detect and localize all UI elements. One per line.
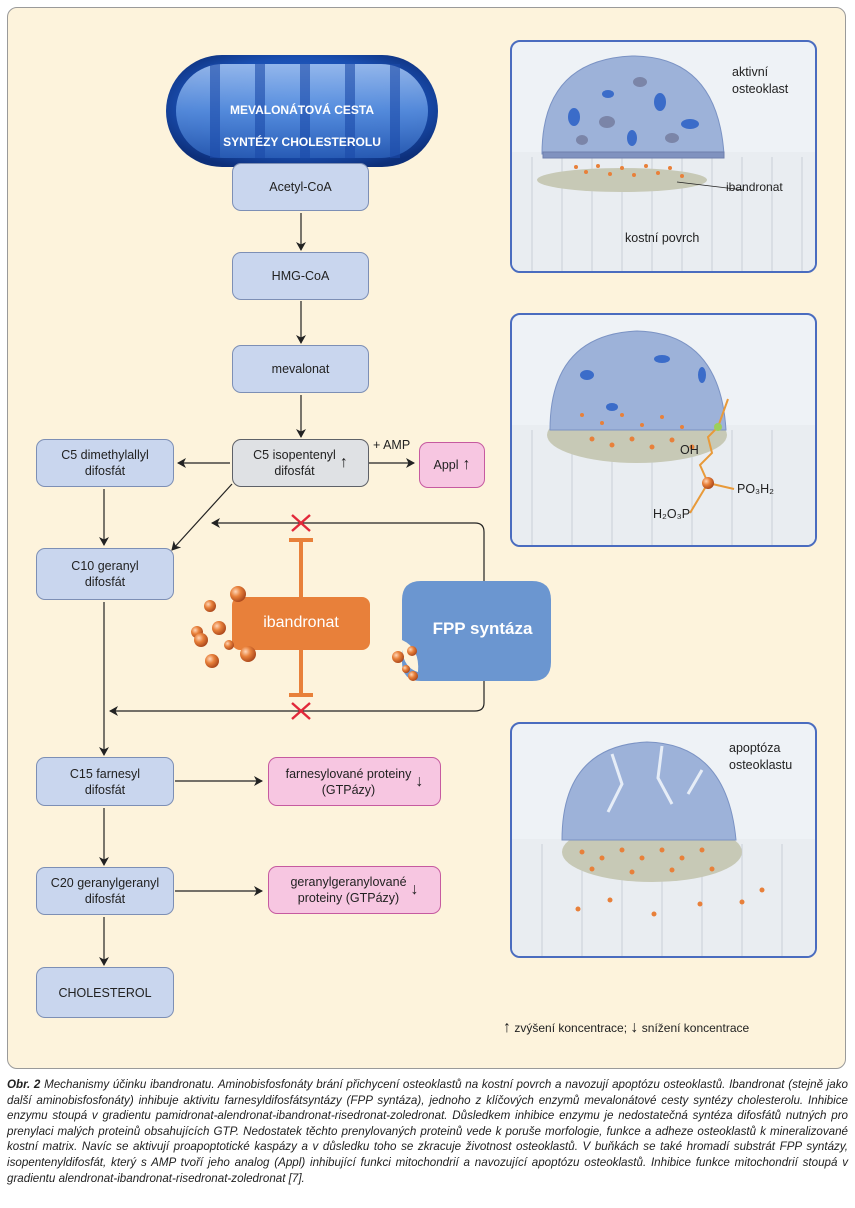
node-c20-label: C20 geranylgeranyl difosfát [50, 876, 160, 906]
ibandronat-molecules [191, 586, 418, 681]
panel2-oh-label: OH [680, 443, 699, 457]
caption-text: Mechanismy účinku ibandronatu. Aminobisf… [7, 1078, 848, 1185]
up-arrow-icon: ↑ [339, 454, 348, 471]
node-c5-isopentenyl: C5 isopentenyl difosfát↑ [232, 439, 369, 487]
ibandronat-box [232, 597, 370, 650]
osteoclast-apoptosis-illustration [512, 741, 815, 956]
node-c15-label: C15 farnesyl difosfát [69, 766, 141, 797]
node-acetyl-label: Acetyl-CoA [269, 180, 332, 194]
node-c20-geranylgeranyl: C20 geranylgeranyl difosfát [36, 867, 174, 915]
node-farnesylated-proteins: farnesylované proteiny (GTPázy)↓ [268, 757, 441, 806]
osteoclast-binding-panel [510, 313, 817, 547]
node-ggpro-label: geranylgeranylované proteiny (GTPázy) [290, 875, 407, 905]
amp-label: + AMP [373, 438, 411, 452]
node-c5-dimethylallyl: C5 dimethylallyl difosfát [36, 439, 174, 487]
node-cholesterol-label: CHOLESTEROL [58, 985, 152, 1000]
pill-line-2: SYNTÉZY CHOLESTEROLU [223, 135, 381, 149]
node-appl-label: Appl [433, 458, 459, 472]
node-c10-label: C10 geranyl difosfát [71, 559, 139, 589]
pill-line-1: MEVALONÁTOVÁ CESTA [229, 103, 374, 117]
node-acetyl-coa: Acetyl-CoA [232, 163, 369, 211]
legend-down-text: snížení koncentrace [641, 1021, 750, 1035]
ibandronat-label: ibandronat [263, 614, 339, 631]
osteoclast-active-illustration [512, 55, 815, 271]
panel1-ibandronat-label: ibandronat [726, 180, 783, 194]
down-arrow-icon: ↓ [410, 881, 419, 898]
node-c5iso-label: C5 isopentenyl difosfát [253, 448, 336, 478]
inhibitor-bottom [289, 650, 313, 697]
caption-lead: Obr. 2 [7, 1078, 41, 1091]
block-mark-top [291, 514, 311, 532]
node-cholesterol: CHOLESTEROL [36, 967, 174, 1018]
panel3-title: apoptóza osteoklastu [729, 741, 793, 772]
node-farn-label: farnesylované proteiny (GTPázy) [285, 766, 412, 797]
panel2-h2o3p-label: H₂O₃P [653, 507, 691, 521]
panel2-po3h2-label: PO₃H₂ [737, 482, 775, 496]
up-arrow-icon: ↑ [503, 1019, 511, 1036]
node-geranylgeranylated-proteins: geranylgeranylované proteiny (GTPázy)↓ [268, 866, 441, 914]
block-mark-bottom [291, 702, 311, 720]
panel1-title: aktivní osteoklast [732, 65, 789, 96]
node-c10-geranyl: C10 geranyl difosfát [36, 548, 174, 600]
node-hmg-coa: HMG-CoA [232, 252, 369, 300]
mitochondrion-pill [166, 55, 438, 167]
down-arrow-icon: ↓ [630, 1019, 639, 1036]
inhibitor-top [289, 538, 313, 598]
node-mevalonat-label: mevalonat [271, 362, 330, 376]
node-appl: Appl↑ [419, 442, 485, 488]
fpp-enzyme [402, 581, 551, 681]
node-c15-farnesyl: C15 farnesyl difosfát [36, 757, 174, 806]
osteoclast-active-panel [510, 40, 817, 273]
node-c5dim-label: C5 dimethylallyl difosfát [61, 448, 149, 478]
legend: ↑ zvýšení koncentrace; ↓ snížení koncent… [503, 1019, 749, 1037]
osteoclast-apoptosis-panel [510, 722, 817, 958]
node-hmg-label: HMG-CoA [271, 269, 330, 283]
panel1-surface-label: kostní povrch [625, 231, 700, 245]
down-arrow-icon: ↓ [415, 772, 424, 790]
figure-caption: Obr. 2 Mechanismy účinku ibandronatu. Am… [7, 1077, 848, 1186]
up-arrow-icon: ↑ [462, 456, 471, 473]
bisphosphonate-binding-illustration [512, 330, 815, 545]
node-mevalonat: mevalonat [232, 345, 369, 393]
legend-up-text: zvýšení koncentrace; [514, 1021, 628, 1035]
fpp-label: FPP syntáza [432, 619, 533, 638]
